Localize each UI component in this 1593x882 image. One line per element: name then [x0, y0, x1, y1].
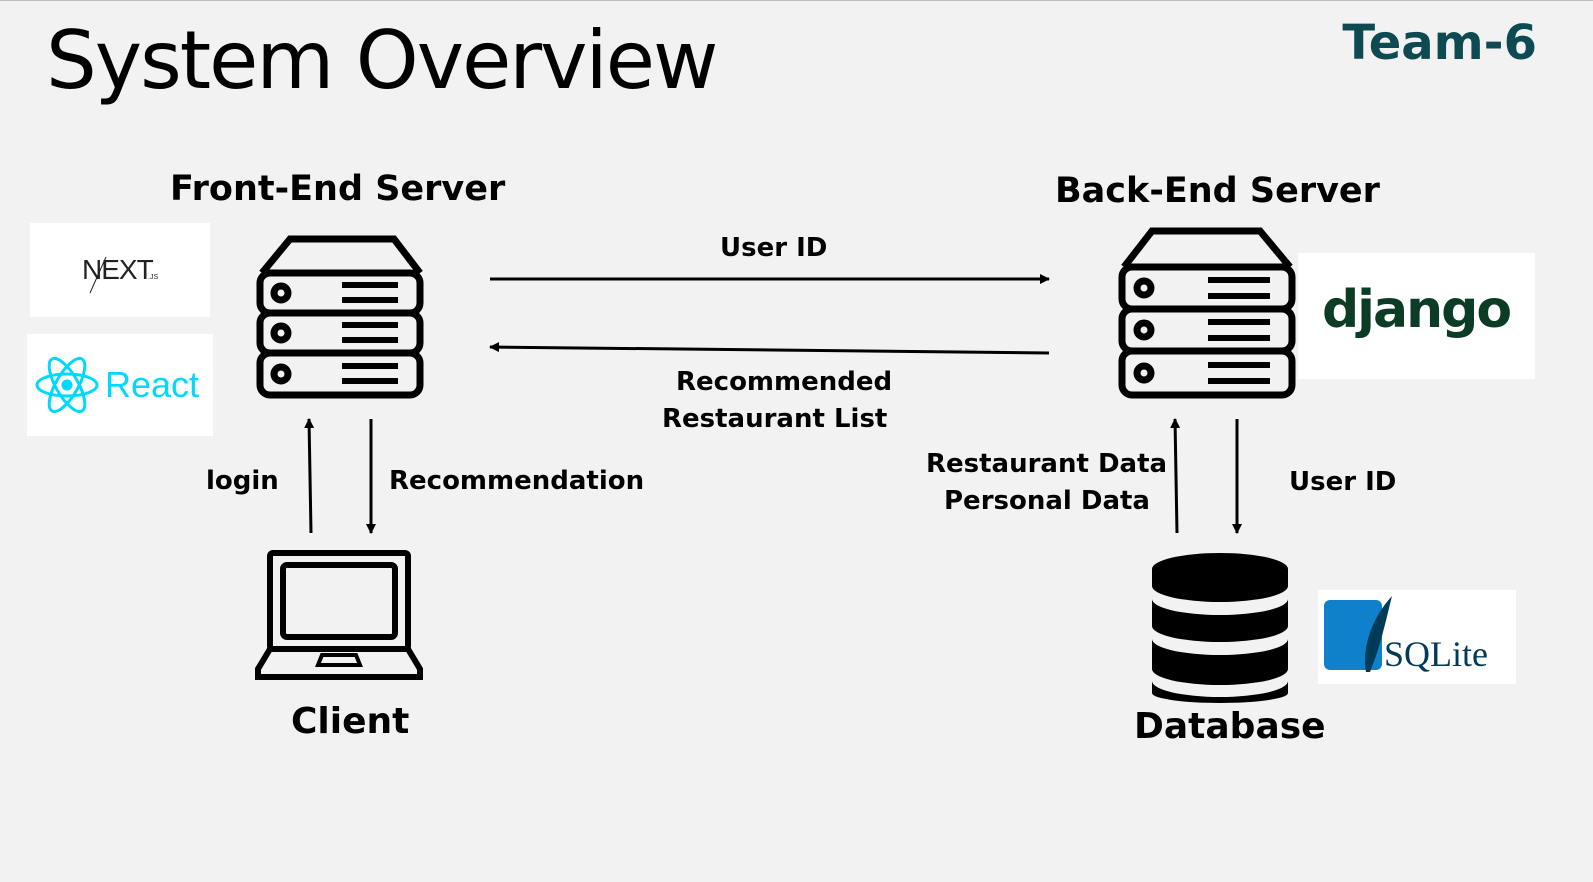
next-logo-suffix: .JS [148, 274, 158, 281]
edge-label-personal-data: Personal Data [944, 486, 1150, 516]
database-icon [1152, 553, 1288, 703]
django-logo-text: django [1322, 280, 1510, 340]
edge-label-recommendation: Recommendation [389, 466, 645, 496]
edge-label-restaurant-list: Restaurant List [662, 404, 888, 434]
nextjs-logo: NEXT .JS [30, 223, 210, 317]
client-label: Client [291, 701, 410, 742]
laptop-icon [255, 550, 423, 680]
frontend-server-icon [256, 235, 424, 399]
sqlite-logo-text: SQLite [1384, 634, 1488, 674]
team-label: Team-6 [1342, 15, 1537, 71]
sqlite-logo: SQLite [1318, 590, 1516, 684]
backend-server-icon [1118, 227, 1296, 399]
edge-label-user-id-db: User ID [1289, 467, 1397, 497]
edge-label-restaurant-data: Restaurant Data [926, 449, 1168, 479]
edge-label-login: login [206, 466, 279, 496]
arrow-client-login [304, 418, 315, 534]
sqlite-feather-icon [1365, 596, 1392, 672]
frontend-server-label: Front-End Server [170, 169, 506, 209]
next-logo-text: NEXT [82, 254, 154, 285]
react-logo: React [27, 334, 213, 436]
edge-label-user-id: User ID [720, 233, 828, 263]
backend-server-label: Back-End Server [1055, 171, 1380, 211]
slide-title: System Overview [46, 14, 718, 107]
react-atom-icon [35, 356, 99, 414]
arrow-backend-to-frontend [489, 342, 1050, 355]
django-logo: django [1298, 253, 1535, 379]
react-logo-text: React [105, 364, 199, 405]
database-label: Database [1134, 706, 1326, 747]
arrow-db-to-backend [1170, 418, 1181, 534]
edge-label-recommended: Recommended [676, 367, 893, 397]
